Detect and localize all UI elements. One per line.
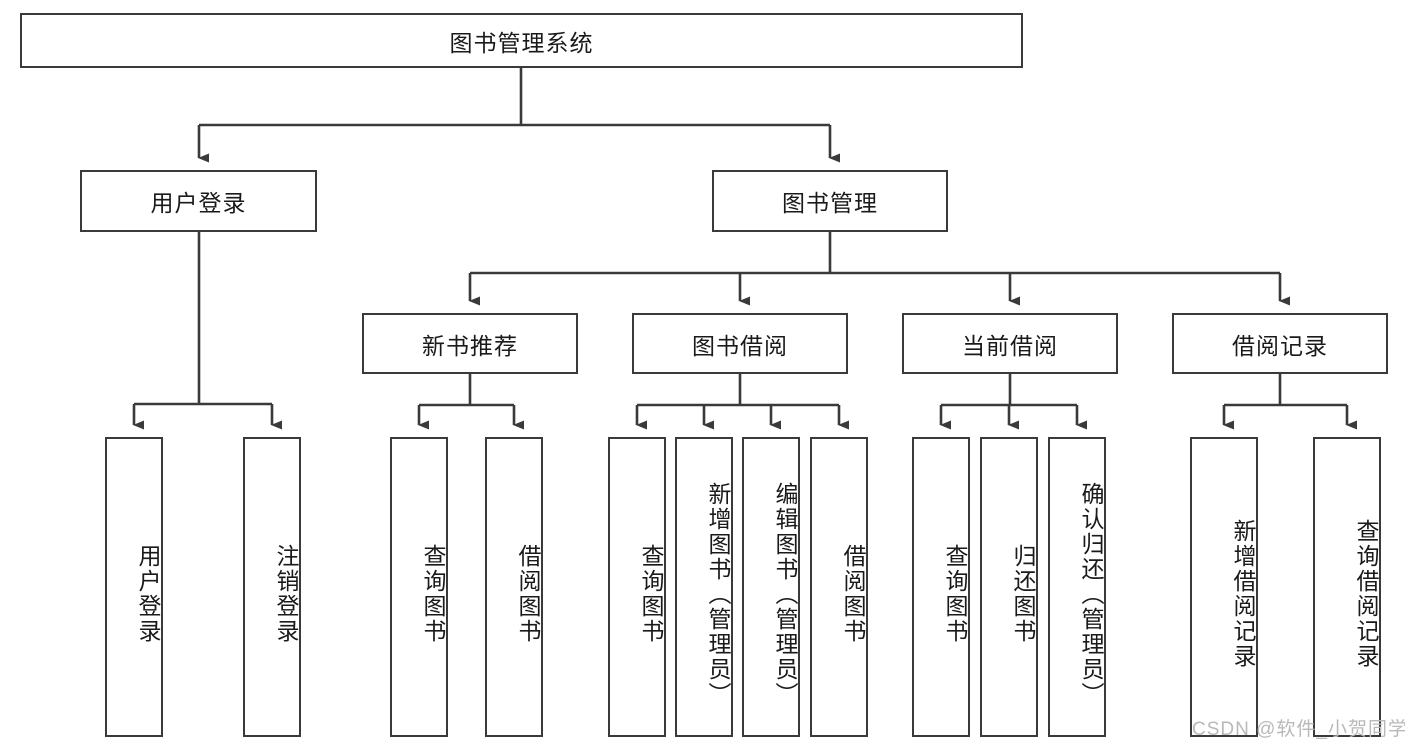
node-label: 图书管理 — [782, 190, 878, 216]
node-level2-new-book-recommend[interactable]: 新书推荐 — [362, 313, 578, 374]
node-leaf-user-login[interactable]: 用户登录 — [105, 437, 163, 737]
node-leaf-borrow-book-rec[interactable]: 借阅图书 — [485, 437, 543, 737]
node-leaf-edit-book-admin[interactable]: 编辑图书（管理员） — [742, 437, 800, 737]
node-label: 注销登录 — [273, 544, 299, 644]
node-label: 借阅图书 — [840, 544, 866, 644]
node-label: 图书管理系统 — [449, 29, 594, 56]
node-level2-borrow-record[interactable]: 借阅记录 — [1172, 313, 1388, 374]
node-leaf-query-book-rec[interactable]: 查询图书 — [390, 437, 448, 737]
node-label: 用户登录 — [135, 544, 161, 644]
node-leaf-borrow-book[interactable]: 借阅图书 — [810, 437, 868, 737]
node-label: 确认归还（管理员） — [1078, 481, 1104, 707]
node-label: 用户登录 — [150, 190, 247, 216]
node-level1-book-management[interactable]: 图书管理 — [712, 170, 948, 232]
node-level1-user-login[interactable]: 用户登录 — [80, 170, 317, 232]
node-leaf-query-borrow-record[interactable]: 查询借阅记录 — [1313, 437, 1381, 737]
node-leaf-query-book-current[interactable]: 查询图书 — [912, 437, 970, 737]
node-leaf-query-book-borrow[interactable]: 查询图书 — [608, 437, 666, 737]
node-root[interactable]: 图书管理系统 — [20, 13, 1023, 68]
node-label: 归还图书 — [1010, 544, 1036, 644]
node-label: 查询图书 — [942, 544, 968, 644]
node-label: 查询图书 — [638, 544, 664, 644]
node-label: 查询借阅记录 — [1353, 519, 1379, 669]
node-label: 借阅记录 — [1232, 332, 1328, 359]
node-label: 新增图书（管理员） — [705, 481, 731, 707]
node-label: 新增借阅记录 — [1230, 519, 1256, 669]
node-leaf-return-book[interactable]: 归还图书 — [980, 437, 1038, 737]
node-level2-book-borrow[interactable]: 图书借阅 — [632, 313, 848, 374]
node-label: 图书借阅 — [692, 332, 788, 359]
node-label: 编辑图书（管理员） — [772, 481, 798, 707]
node-leaf-add-borrow-record[interactable]: 新增借阅记录 — [1190, 437, 1258, 737]
node-label: 借阅图书 — [515, 544, 541, 644]
node-label: 查询图书 — [420, 544, 446, 644]
node-label: 当前借阅 — [962, 332, 1058, 359]
node-leaf-confirm-return-admin[interactable]: 确认归还（管理员） — [1048, 437, 1106, 737]
node-level2-current-borrow[interactable]: 当前借阅 — [902, 313, 1118, 374]
node-leaf-add-book-admin[interactable]: 新增图书（管理员） — [675, 437, 733, 737]
node-leaf-logout[interactable]: 注销登录 — [243, 437, 301, 737]
watermark: CSDN @软件_小贺同学 — [1192, 719, 1405, 740]
node-label: 新书推荐 — [422, 332, 518, 359]
